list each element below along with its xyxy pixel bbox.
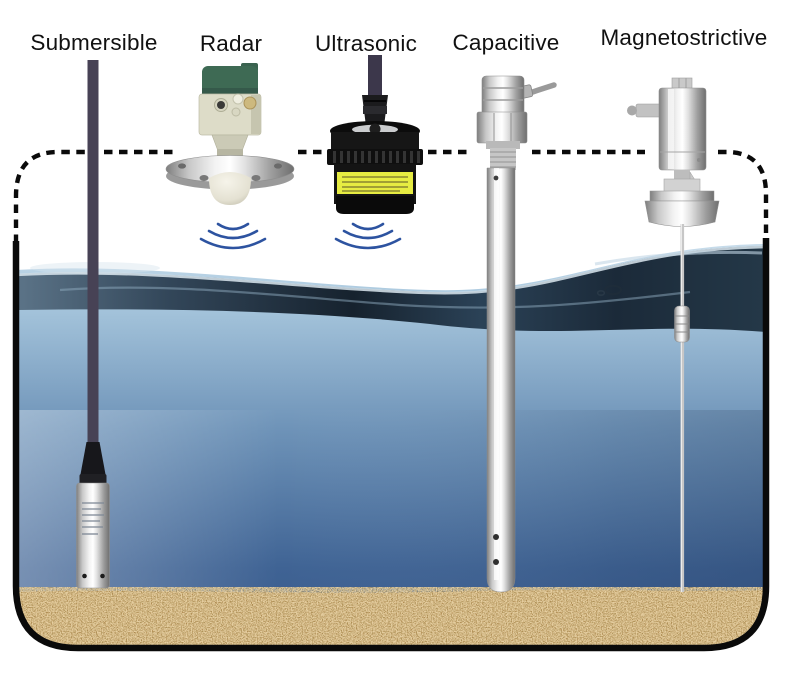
radar-port-lens <box>217 101 225 109</box>
radar-wave-arcs-icon <box>199 222 267 250</box>
label-magnetostrictive: Magnetostrictive <box>600 25 768 50</box>
magneto-body <box>658 87 707 171</box>
magneto-side-port <box>635 103 663 118</box>
ultrasonic-bottom <box>336 196 414 214</box>
radar-port-small-bottom <box>231 107 241 117</box>
magnetostrictive-sensor <box>627 77 720 592</box>
ultrasonic-cable <box>368 55 382 97</box>
tank-outline-solid <box>12 238 770 652</box>
magneto-side-port-cap <box>627 105 637 116</box>
tank-contents <box>18 244 766 646</box>
sediment <box>18 590 766 646</box>
ultrasonic-knurl-teeth <box>333 151 420 163</box>
ultrasonic-barrel-upper <box>331 132 419 152</box>
tank-outline <box>12 149 770 652</box>
capacitive-hex-nut <box>476 111 528 144</box>
ultrasonic-gland-nut <box>363 106 387 114</box>
capacitive-hole-top <box>493 175 499 181</box>
magneto-flange-plate <box>649 190 715 202</box>
submersible-label-lines <box>82 502 104 535</box>
capacitive-probe-rod <box>486 167 516 593</box>
submersible-sensor <box>76 60 110 589</box>
radar-neck-collar <box>217 149 243 159</box>
water-body-shading <box>18 410 766 646</box>
submersible-vent-hole-left <box>82 573 87 579</box>
radar-port-gold <box>243 96 257 110</box>
capacitive-collar <box>486 141 520 149</box>
water-surface-glint-right <box>594 250 763 266</box>
magneto-float-seams <box>675 315 689 333</box>
capacitive-rod-highlight <box>494 168 499 580</box>
ultrasonic-wave-arcs-icon <box>334 222 402 250</box>
label-ultrasonic: Ultrasonic <box>314 31 418 56</box>
magneto-rod <box>680 224 685 592</box>
water-surface-glint-left <box>59 286 691 309</box>
radar-neck <box>211 134 249 152</box>
magneto-block <box>663 178 701 193</box>
radar-cap-rim <box>202 88 258 95</box>
radar-port-small-top <box>232 93 244 105</box>
radar-sensor <box>165 63 295 205</box>
radar-flange-bolt-right <box>274 163 282 169</box>
ultrasonic-label-text-lines <box>342 176 408 192</box>
label-capacitive: Capacitive <box>452 30 560 55</box>
water-surface-band <box>18 246 766 332</box>
air-bubble-icon <box>596 284 622 296</box>
capacitive-hole-mid <box>493 534 499 540</box>
radar-flange-bolt-front-left <box>199 175 209 181</box>
magneto-ferrule <box>644 200 720 227</box>
label-submersible: Submersible <box>30 30 158 55</box>
label-radar: Radar <box>199 31 263 56</box>
magneto-neck <box>674 170 690 180</box>
water-surface-crest-highlight <box>18 245 766 295</box>
magneto-body-highlight <box>668 89 674 169</box>
submersible-strain-relief <box>80 442 106 477</box>
radar-flange-bolt-left <box>178 163 186 169</box>
radar-cap <box>202 66 258 95</box>
submersible-cable <box>87 60 99 444</box>
submersible-cap <box>79 474 107 485</box>
tank-outline-dashed <box>13 149 769 243</box>
capacitive-head <box>481 75 525 117</box>
magneto-body-screw <box>697 158 701 162</box>
radar-antenna-dome <box>209 172 251 205</box>
capacitive-sensor <box>476 75 557 593</box>
radar-housing-shade <box>251 95 261 134</box>
capacitive-hole-bottom <box>493 559 499 565</box>
ultrasonic-top-center <box>369 123 381 135</box>
capacitive-thread-lines <box>490 151 516 168</box>
ultrasonic-sensor <box>327 55 423 214</box>
radar-flange-bolt-front-right <box>251 175 261 181</box>
capacitive-thread <box>490 148 516 170</box>
submersible-body <box>76 482 110 589</box>
submersible-vent-hole-right <box>100 573 105 579</box>
